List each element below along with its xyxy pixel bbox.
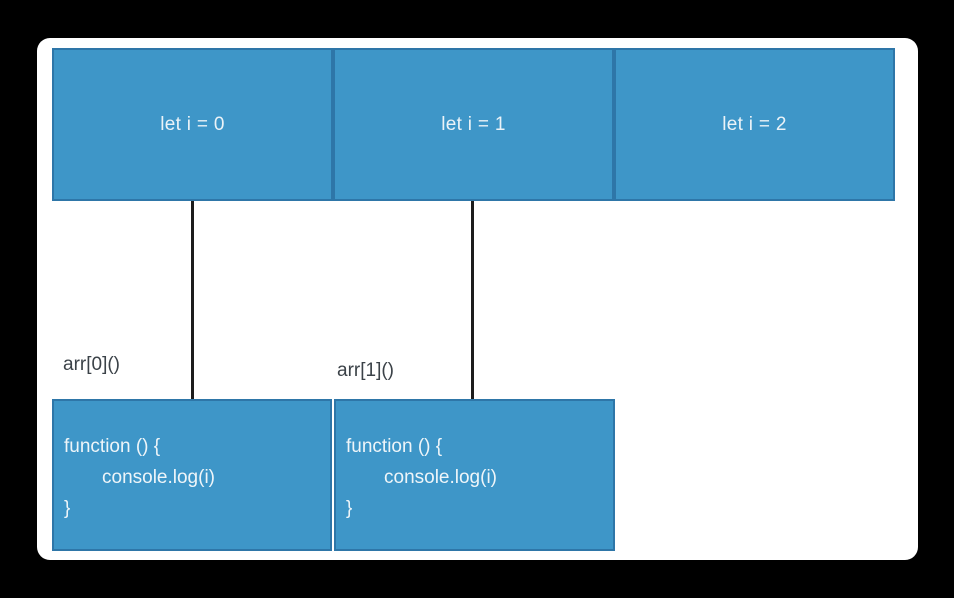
diagram-panel: let i = 0 let i = 1 let i = 2 arr[0]() a… [37, 38, 918, 560]
function-code-line: } [346, 498, 353, 519]
function-box-1: function () { console.log(i) } [334, 399, 615, 551]
scope-label: let i = 2 [722, 113, 787, 135]
function-code-line: console.log(i) [384, 467, 497, 488]
function-code-line: function () { [346, 436, 443, 457]
scope-box-let-i-0: let i = 0 [52, 48, 333, 201]
scope-label: let i = 1 [441, 113, 506, 135]
closure-connector-line-1 [471, 201, 474, 399]
function-code-line: } [64, 498, 71, 519]
function-box-0: function () { console.log(i) } [52, 399, 332, 551]
function-code-line: function () { [64, 436, 161, 457]
call-label-arr0: arr[0]() [63, 354, 120, 375]
scope-box-let-i-2: let i = 2 [614, 48, 895, 201]
call-label-arr1: arr[1]() [337, 360, 394, 381]
scope-box-let-i-1: let i = 1 [333, 48, 614, 201]
closure-connector-line-0 [191, 201, 194, 399]
function-code-line: console.log(i) [102, 467, 215, 488]
scope-label: let i = 0 [160, 113, 225, 135]
